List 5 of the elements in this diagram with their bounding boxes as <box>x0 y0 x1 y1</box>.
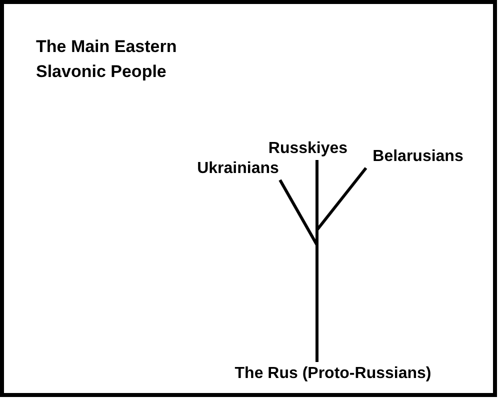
node-label: Belarusians <box>362 146 474 168</box>
diagram-title: The Main Eastern Slavonic People <box>36 36 178 83</box>
node-label: The Rus (Proto-Russians) <box>222 362 444 386</box>
node-label: Ukrainians <box>186 158 290 180</box>
node-label: Russkiyes <box>262 138 354 160</box>
